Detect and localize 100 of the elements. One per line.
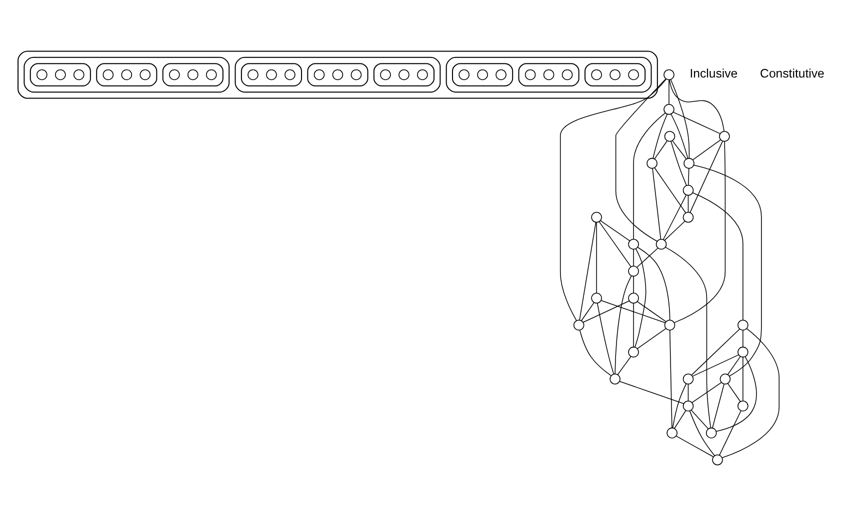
node-circle <box>121 68 132 80</box>
connector <box>596 302 614 374</box>
node-circle <box>284 68 296 80</box>
node-circle <box>712 454 723 465</box>
node-circle <box>591 211 602 222</box>
connector <box>672 111 720 134</box>
connector <box>691 328 740 375</box>
connector <box>727 382 741 402</box>
connector <box>654 140 668 159</box>
node-circle <box>719 130 730 142</box>
connector <box>669 329 672 428</box>
connector <box>722 328 780 458</box>
connector <box>636 247 658 268</box>
node-circle <box>398 68 410 80</box>
node-circle <box>332 68 344 80</box>
node-circle <box>682 400 694 411</box>
connector <box>652 167 662 240</box>
node-circle <box>458 68 470 80</box>
connector <box>727 356 741 375</box>
connector <box>689 410 716 456</box>
node-circle <box>206 68 217 80</box>
connector <box>634 248 646 347</box>
node-circle <box>140 68 151 80</box>
node-circle <box>55 68 66 80</box>
connector <box>636 328 666 349</box>
connector <box>668 78 670 104</box>
node-circle <box>682 184 694 196</box>
connector <box>614 275 632 374</box>
node-circle <box>573 319 584 330</box>
node-circle <box>682 211 694 222</box>
connector <box>716 356 757 432</box>
cluster <box>30 62 91 86</box>
node-circle <box>562 68 573 80</box>
node-circle <box>543 68 554 80</box>
node-circle <box>664 130 676 142</box>
cluster <box>373 62 435 86</box>
connector <box>676 435 714 457</box>
node-circle <box>706 427 717 438</box>
node-circle <box>74 68 84 80</box>
node-circle <box>738 319 748 330</box>
node-circle <box>664 68 674 80</box>
connector <box>617 355 632 374</box>
connector <box>662 194 686 240</box>
node-circle <box>682 373 694 384</box>
connector <box>712 383 724 428</box>
connector <box>692 382 722 402</box>
node-circle <box>591 292 602 304</box>
connector <box>692 192 744 320</box>
node-circle <box>496 68 506 80</box>
node-circle <box>610 68 620 80</box>
connector <box>742 356 744 401</box>
connector <box>579 329 612 376</box>
connector <box>692 354 740 376</box>
connector <box>633 248 634 266</box>
connector <box>652 113 668 158</box>
connector <box>600 300 666 323</box>
cluster <box>307 62 368 86</box>
node-circle <box>610 373 620 384</box>
node-circle <box>666 427 678 438</box>
connector <box>560 78 667 320</box>
node-circle <box>628 265 639 276</box>
node-circle <box>350 68 362 80</box>
connector <box>674 140 726 322</box>
node-circle <box>656 238 667 250</box>
node-circle <box>684 157 694 168</box>
cluster <box>518 62 580 86</box>
connector <box>670 78 690 158</box>
cluster <box>162 62 224 86</box>
connector <box>637 300 666 322</box>
connector <box>579 221 596 320</box>
node-circle <box>738 346 748 357</box>
node-circle <box>664 104 674 114</box>
connector <box>580 302 594 321</box>
connector <box>665 246 712 428</box>
connector <box>693 164 762 376</box>
connector <box>669 78 724 132</box>
cluster <box>234 56 441 92</box>
node-circle <box>524 68 536 80</box>
cluster <box>452 62 514 86</box>
node-circle <box>188 68 198 80</box>
node-circle <box>36 68 48 80</box>
node-circle <box>628 68 639 80</box>
connector <box>674 410 686 428</box>
connector <box>742 329 744 347</box>
connector <box>582 300 630 322</box>
connector <box>690 140 723 212</box>
connector <box>619 380 684 404</box>
connector <box>633 302 634 347</box>
connector <box>719 410 742 456</box>
connector <box>688 194 689 212</box>
node-circle <box>314 68 325 80</box>
cluster <box>24 56 230 92</box>
node-circle <box>380 68 391 80</box>
node-circle <box>417 68 428 80</box>
connector <box>688 383 689 401</box>
connector <box>600 220 630 241</box>
node-circle <box>628 238 639 250</box>
connector <box>596 221 597 293</box>
node-circle <box>628 346 639 357</box>
connector <box>690 409 709 429</box>
